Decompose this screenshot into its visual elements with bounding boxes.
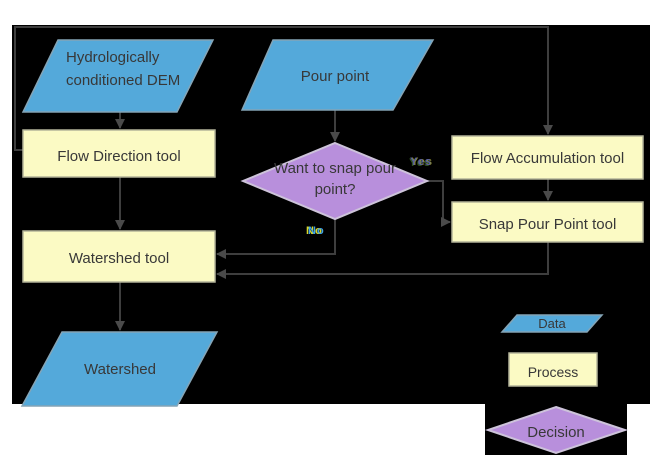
connector-decision-no-to-watershed-tool: [216, 219, 336, 259]
pour-point-node-label: Pour point: [300, 68, 370, 85]
connector-decision-yes-to-snap-pour-point: [427, 180, 451, 227]
flow-accumulation-node-label: Flow Accumulation tool: [470, 150, 625, 167]
watershed-tool-node-shape: [22, 230, 216, 283]
flow-accumulation-node-shape: [451, 135, 644, 180]
connector-flow-direction-to-flow-accumulation: [14, 26, 553, 151]
pour-point-node-shape: [240, 39, 435, 111]
snap-pour-point-node-label: Snap Pour Point tool: [478, 216, 617, 233]
legend-process-label: Process: [527, 364, 579, 380]
legend-decision-label: Decision: [527, 424, 585, 441]
legend-data-label: Data: [538, 316, 566, 331]
no-branch-label: No: [308, 225, 325, 237]
connector-snap-pour-point-to-watershed-tool: [216, 242, 549, 279]
decision-node-shape: [240, 141, 430, 221]
decision-node-label: Want to snap pour point?: [273, 160, 396, 198]
watershed-node-label: Watershed: [84, 361, 156, 378]
dem-node-label: Hydrologically conditioned DEM: [66, 49, 181, 89]
watershed-node-shape: [20, 331, 219, 407]
flow-direction-node-label: Flow Direction tool: [57, 148, 181, 165]
legend-decision-shape: [484, 405, 629, 455]
legend-data-shape: [500, 314, 604, 333]
legend-process-shape: [508, 352, 598, 387]
watershed-tool-node-label: Watershed tool: [68, 250, 170, 267]
snap-pour-point-node-shape: [451, 201, 644, 243]
flow-direction-node-shape: [22, 129, 216, 178]
yes-branch-label: Yes: [410, 156, 432, 168]
dem-node-shape: [21, 39, 215, 113]
